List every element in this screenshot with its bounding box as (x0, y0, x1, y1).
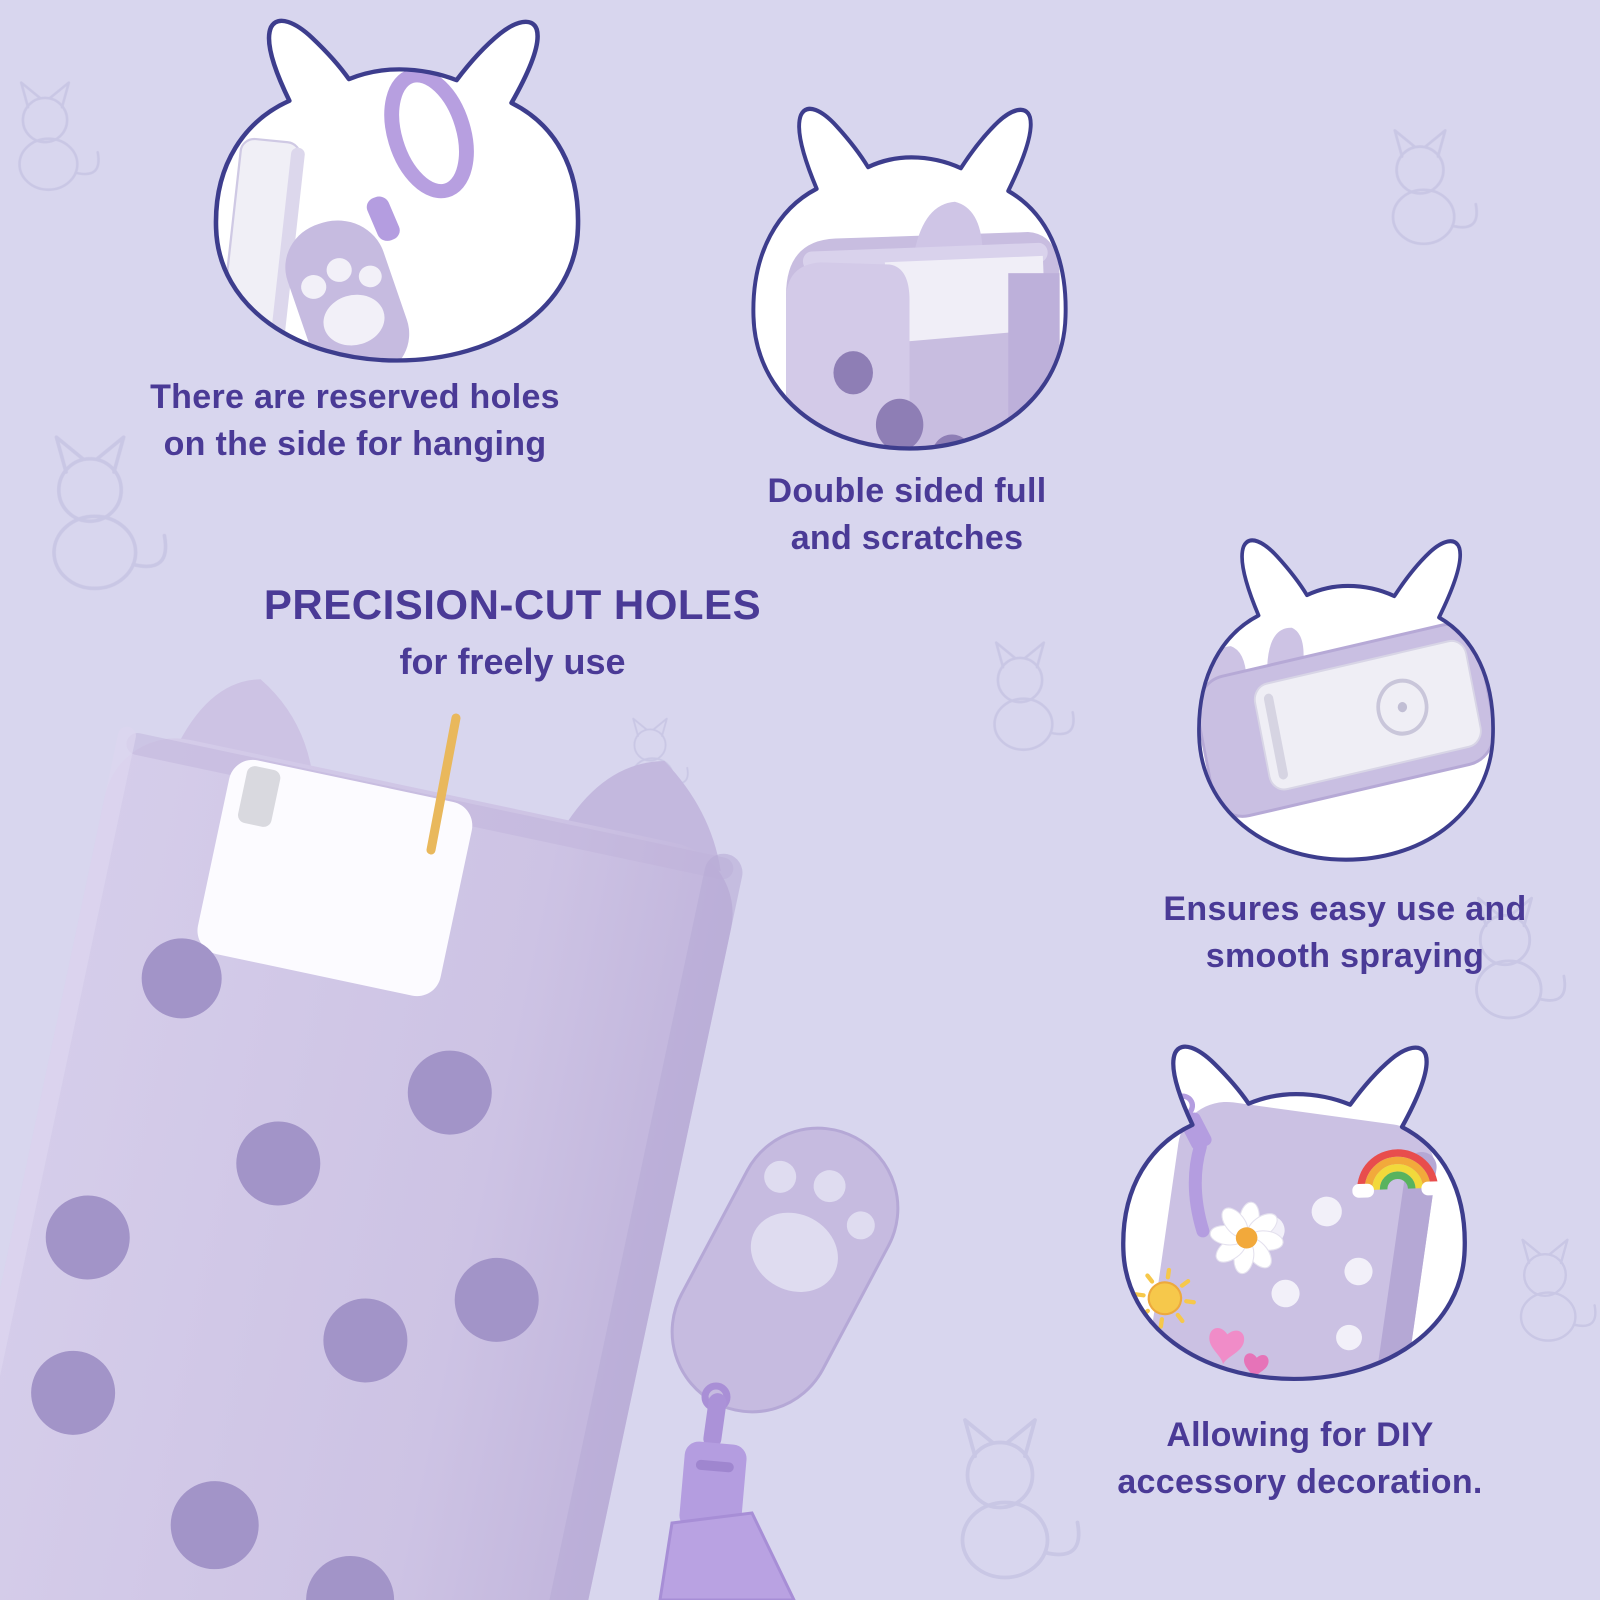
callout-hanging-line2: on the side for hanging (163, 424, 547, 463)
callout-double-sided-line2: and scratches (790, 518, 1024, 557)
callout-double-sided-line1: Double sided full (767, 472, 1047, 510)
lanyard-strap (658, 1511, 796, 1600)
cutout-spray-top (1160, 532, 1532, 878)
feature-heading-title: PRECISION-CUT HOLES (263, 581, 762, 628)
hanging-detail (215, 68, 474, 361)
sun-charm-icon (1133, 1267, 1196, 1329)
callout-double-sided-text: Double sided full and scratches (672, 468, 1142, 562)
cutout-diy-decoration (1078, 1038, 1510, 1398)
case-body-group (0, 679, 743, 1600)
case-right-shade (508, 853, 743, 1600)
callout-spraying-text: Ensures easy use and smooth spraying (1100, 886, 1590, 980)
ring-link (366, 196, 400, 241)
cutout-double-sided (712, 100, 1107, 468)
product-case-photo (0, 679, 900, 1600)
cutout-hanging (168, 12, 626, 380)
case-top-view (1198, 622, 1494, 818)
callout-hanging-line1: There are reserved holes (150, 378, 560, 416)
callout-diy-text: Allowing for DIY accessory decoration. (1055, 1412, 1545, 1506)
paw-clip (670, 1126, 900, 1414)
rainbow-charm-icon (1352, 1149, 1444, 1198)
case-left-highlight (0, 726, 136, 1600)
callout-diy-line2: accessory decoration. (1117, 1462, 1483, 1501)
pump-hint (238, 766, 281, 827)
daisy-charm-icon (1209, 1201, 1284, 1275)
decorated-case (1133, 1093, 1444, 1379)
nozzle-button-icon (1376, 678, 1429, 736)
paw-pad-cutout-icon (750, 1212, 838, 1292)
heart-charm-icon (1209, 1328, 1269, 1379)
cat-ear-icon (914, 201, 983, 252)
lanyard-assembly (658, 1382, 796, 1600)
feature-heading-subtitle: for freely use (399, 640, 626, 682)
case-front (0, 738, 733, 1600)
callout-spraying-line1: Ensures easy use and (1163, 890, 1527, 928)
feature-heading: PRECISION-CUT HOLES for freely use (235, 578, 790, 685)
hanging-ring-icon (384, 68, 474, 199)
callout-diy-line1: Allowing for DIY (1166, 1416, 1434, 1454)
paw-strap-tab (285, 220, 410, 361)
callout-hanging-text: There are reserved holes on the side for… (105, 374, 605, 468)
lanyard-rod (703, 1393, 727, 1448)
callout-spraying-line2: smooth spraying (1205, 936, 1485, 975)
